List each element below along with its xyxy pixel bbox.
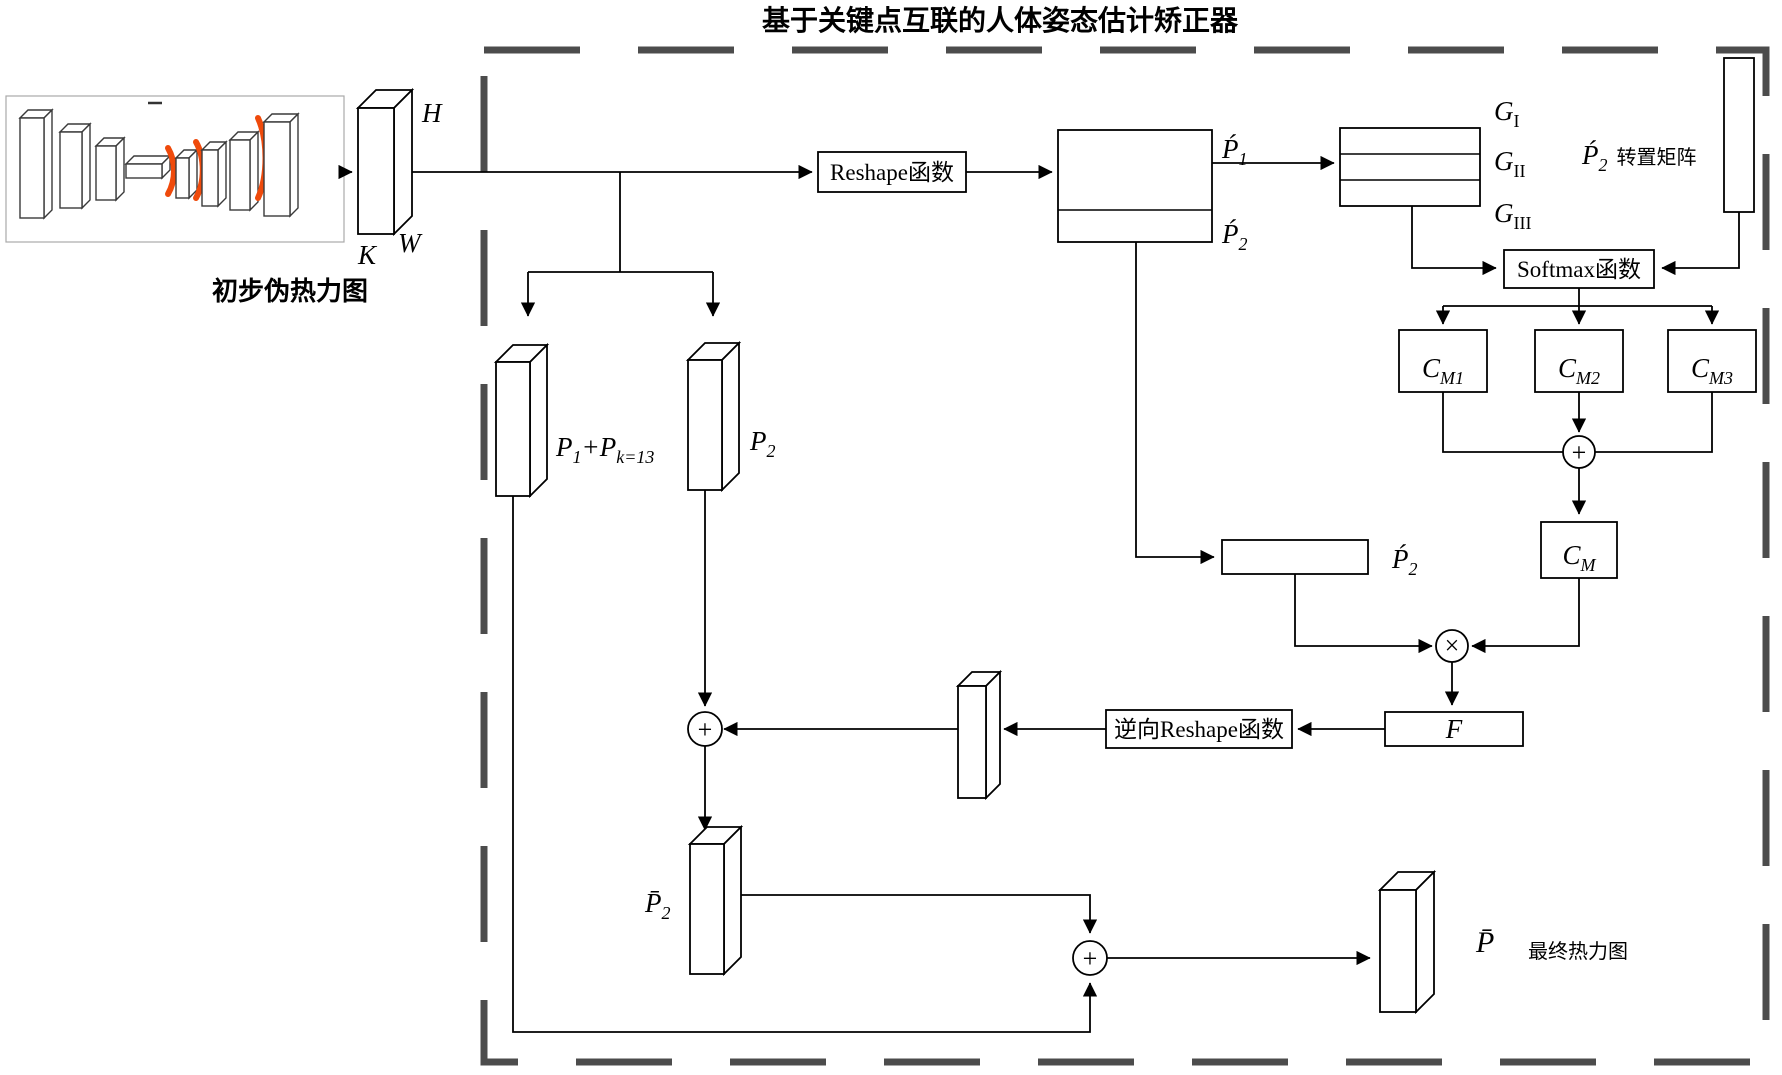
plus-sign: + <box>698 715 713 744</box>
add-operator-final: + <box>1072 940 1108 976</box>
initial-heatmap-slab: H W K <box>355 87 443 270</box>
softmax-node: Softmax函数 <box>1503 249 1655 289</box>
multiply-operator: × <box>1435 629 1469 663</box>
backbone-layer-box <box>18 108 54 220</box>
backbone-layer-box <box>200 140 228 208</box>
final-heatmap-slab: P̄ 最终热力图 <box>1377 869 1628 1015</box>
wire-p1-to-add3 <box>512 496 1098 1033</box>
p2-row-vector: Ṕ2 <box>1221 539 1418 579</box>
plus-sign: + <box>1083 944 1098 973</box>
wire-p2row-to-mult <box>1294 574 1433 654</box>
g3-label: GIII <box>1494 198 1531 233</box>
wire-gstack-to-softmax <box>1411 206 1497 276</box>
p-bar-label: P̄ <box>1475 926 1494 959</box>
reshape-label: Reshape函数 <box>830 160 954 185</box>
p2-label: P2 <box>749 426 776 461</box>
backbone-layer-box <box>94 136 126 202</box>
f-label: F <box>1445 714 1463 744</box>
backbone-activation-shape <box>165 145 177 197</box>
wire-cm1-to-add <box>1442 392 1563 453</box>
p1-pk-label: P1+Pk=13 <box>555 432 654 467</box>
dim-k-label: K <box>357 240 378 270</box>
g2-label: GII <box>1494 146 1526 181</box>
cm2-node: CM2 <box>1534 329 1624 393</box>
inverse-reshape-label: 逆向Reshape函数 <box>1114 717 1284 742</box>
dim-h-label: H <box>421 98 443 128</box>
backbone-layer-box <box>174 148 199 200</box>
backbone-layer-box <box>124 154 172 180</box>
dashed-module-frame <box>480 46 1770 1066</box>
p1-pk-slab: P1+Pk=13 <box>493 342 654 499</box>
cm1-node: CM1 <box>1398 329 1488 393</box>
transpose-matrix: Ṕ2 转置矩阵 <box>1581 57 1755 213</box>
p2-prime-label: Ṕ2 <box>1221 219 1248 254</box>
softmax-label: Softmax函数 <box>1517 257 1641 282</box>
add-operator-top: + <box>1562 435 1596 469</box>
dim-w-label: W <box>398 228 423 258</box>
p2-transpose-label: Ṕ2 转置矩阵 <box>1581 140 1697 175</box>
cm-node: CM <box>1540 521 1618 579</box>
backbone-layer-box <box>58 122 92 210</box>
p1-prime-label: Ṕ1 <box>1221 134 1248 169</box>
backbone-network-thumbnail <box>5 95 345 243</box>
reshaped-feature-slab <box>955 669 1003 801</box>
cm3-label: CM3 <box>1691 353 1733 388</box>
f-node: F <box>1384 711 1524 747</box>
initial-heatmap-caption: 初步伪热力图 <box>212 276 368 306</box>
multiply-sign: × <box>1445 631 1460 660</box>
p2-prime-mid-label: Ṕ2 <box>1391 544 1418 579</box>
backbone-layer-box <box>228 130 260 212</box>
final-heatmap-caption: 最终热力图 <box>1528 940 1628 963</box>
cm2-label: CM2 <box>1558 353 1600 388</box>
wire-cm3-to-add <box>1595 392 1713 453</box>
g1-label: GI <box>1494 96 1520 131</box>
cm1-label: CM1 <box>1422 353 1464 388</box>
wire-matrix-to-p2row <box>1135 242 1215 565</box>
wire-transpose-to-softmax <box>1661 212 1740 276</box>
split-matrix: Ṕ1 Ṕ2 <box>1057 129 1248 254</box>
wire-p2bar-to-add3 <box>741 894 1098 934</box>
wire-cm-to-mult <box>1471 578 1580 654</box>
diagram-title: 基于关键点互联的人体姿态估计矫正器 <box>762 4 1239 37</box>
p2-slab: P2 <box>685 340 776 493</box>
add-operator-left: + <box>687 711 723 747</box>
reshape-node: Reshape函数 <box>817 151 967 193</box>
cm3-node: CM3 <box>1667 329 1757 393</box>
p2-bar-slab: P̄2 <box>644 824 744 977</box>
p2-bar-label: P̄2 <box>644 888 671 923</box>
backbone-layer-box <box>262 112 300 218</box>
cm-label: CM <box>1562 540 1596 575</box>
g-matrix-stack: GI GII GIII <box>1339 96 1531 233</box>
inverse-reshape-node: 逆向Reshape函数 <box>1105 709 1293 749</box>
plus-sign: + <box>1572 438 1587 467</box>
